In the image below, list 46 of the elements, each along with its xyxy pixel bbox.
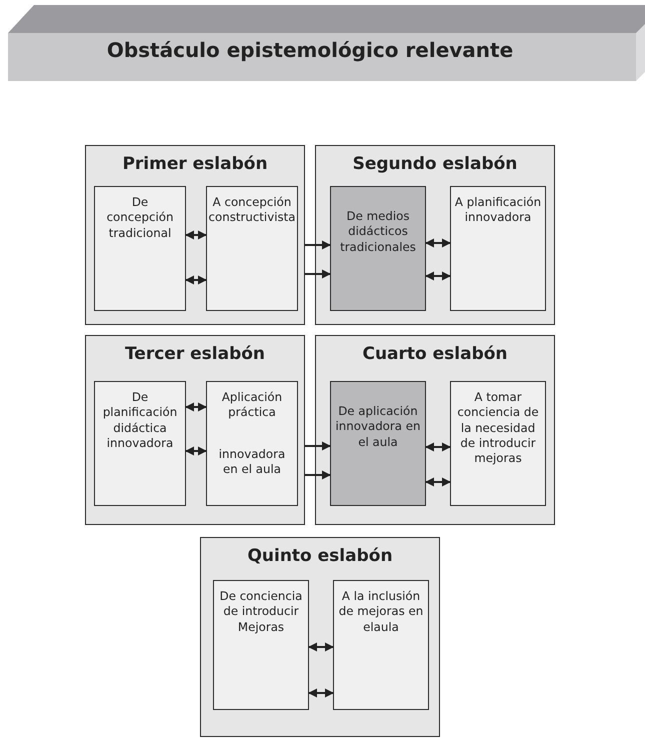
box-text: De planificación didáctica innovadora <box>102 390 178 452</box>
arrow <box>308 642 334 652</box>
panel-heading: Tercer eslabón <box>124 344 266 364</box>
arrow <box>425 272 451 280</box>
box-text: De medios didácticos tradicionales <box>339 209 417 255</box>
arrow <box>305 240 331 250</box>
arrow <box>305 442 331 450</box>
arrow <box>308 688 334 698</box>
box-text: A planificación innovadora <box>454 195 542 226</box>
stage-panel <box>315 335 555 525</box>
arrow <box>425 238 451 248</box>
concept-box <box>94 381 186 506</box>
stage-panel <box>85 335 305 525</box>
arrow <box>425 478 451 486</box>
box-text: A concepción constructivista <box>208 195 296 226</box>
box-text: A tomar conciencia de la necesidad de introducir mejoras <box>456 390 540 467</box>
arrow <box>185 230 207 240</box>
panel-heading: Segundo eslabón <box>352 154 518 174</box>
concept-box <box>330 186 426 311</box>
box-text: Aplicación práctica <box>220 390 284 421</box>
box-text: De aplicación innovadora en el aula <box>334 404 422 450</box>
concept-box <box>206 186 298 311</box>
box-text: De conciencia de introducir Mejoras <box>218 589 304 635</box>
concept-box <box>450 186 546 311</box>
concept-box <box>206 381 298 506</box>
concept-box <box>333 580 429 710</box>
concept-box <box>213 580 309 710</box>
box-text: A la inclusión de mejoras en elaula <box>338 589 424 635</box>
concept-box <box>94 186 186 311</box>
stage-panel <box>85 145 305 325</box>
arrow <box>305 270 331 278</box>
title: Obstáculo epistemológico relevante <box>106 38 514 62</box>
box-text: innovadora en el aula <box>218 446 286 478</box>
arrow <box>185 402 207 412</box>
panel-heading: Cuarto eslabón <box>362 344 508 364</box>
concept-box <box>450 381 546 506</box>
box-text: De concepción tradicional <box>106 195 174 241</box>
concept-box <box>330 381 426 506</box>
panel-heading: Primer eslabón <box>122 154 268 174</box>
arrow <box>185 446 207 456</box>
arrow <box>185 276 207 284</box>
stage-panel <box>315 145 555 325</box>
panel-heading: Quinto eslabón <box>247 546 393 566</box>
arrow <box>425 442 451 452</box>
stage-panel <box>200 537 440 737</box>
arrow <box>305 470 331 480</box>
